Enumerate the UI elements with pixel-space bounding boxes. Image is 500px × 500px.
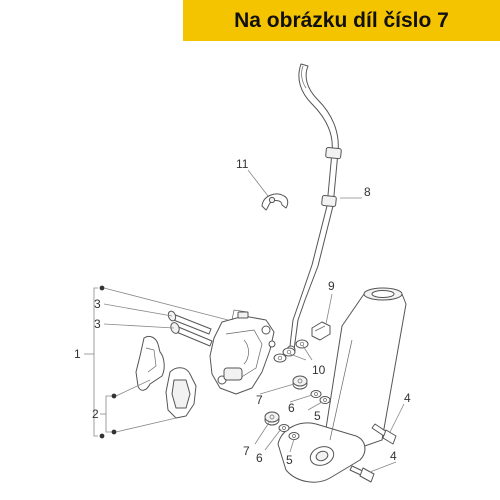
bracket-dots bbox=[99, 285, 117, 439]
brake-hose-part-8 bbox=[286, 63, 342, 355]
callout-4-lower: 4 bbox=[390, 449, 397, 463]
callout-6-lower: 6 bbox=[256, 451, 263, 465]
callout-7-upper: 7 bbox=[256, 393, 263, 407]
washer-part-5-lower bbox=[288, 432, 300, 440]
washer-part-6-lower bbox=[278, 424, 290, 432]
callout-6-upper: 6 bbox=[288, 401, 295, 415]
callout-11: 11 bbox=[236, 157, 249, 171]
callout-5-upper: 5 bbox=[314, 409, 321, 423]
mounting-screw-part-4-upper bbox=[371, 423, 397, 445]
brake-pad-part-2-rear bbox=[135, 335, 165, 391]
front-fork-leg bbox=[277, 287, 407, 483]
callout-8: 8 bbox=[364, 185, 371, 199]
mounting-screw-part-4-lower bbox=[349, 465, 375, 483]
callout-1: 1 bbox=[74, 347, 81, 361]
copper-washers-part-10 bbox=[273, 339, 309, 363]
washer-part-6-upper bbox=[310, 390, 322, 398]
spacer-part-7-upper bbox=[292, 375, 308, 390]
brake-caliper-part-1 bbox=[209, 309, 276, 395]
callout-2: 2 bbox=[92, 407, 99, 421]
callout-4-upper: 4 bbox=[404, 391, 411, 405]
leader-lines bbox=[84, 169, 405, 473]
callout-labels: 1 2 3 3 4 4 5 5 6 6 7 7 8 9 10 11 bbox=[74, 157, 411, 467]
brake-pad-part-2-front bbox=[165, 367, 197, 419]
callout-5-lower: 5 bbox=[286, 453, 293, 467]
callout-9: 9 bbox=[328, 279, 335, 293]
callout-7-lower: 7 bbox=[243, 444, 250, 458]
banjo-bolt-part-9 bbox=[311, 321, 331, 341]
part-banner: Na obrázku díl číslo 7 bbox=[183, 0, 500, 41]
callout-10: 10 bbox=[312, 363, 326, 377]
callout-3-lower: 3 bbox=[94, 317, 101, 331]
washer-part-5-upper bbox=[319, 396, 331, 404]
spacer-part-7-lower bbox=[264, 411, 280, 426]
hose-clip-part-11 bbox=[261, 193, 289, 211]
caliper-bolt-part-3-lower bbox=[170, 322, 213, 347]
callout-3-upper: 3 bbox=[94, 297, 101, 311]
